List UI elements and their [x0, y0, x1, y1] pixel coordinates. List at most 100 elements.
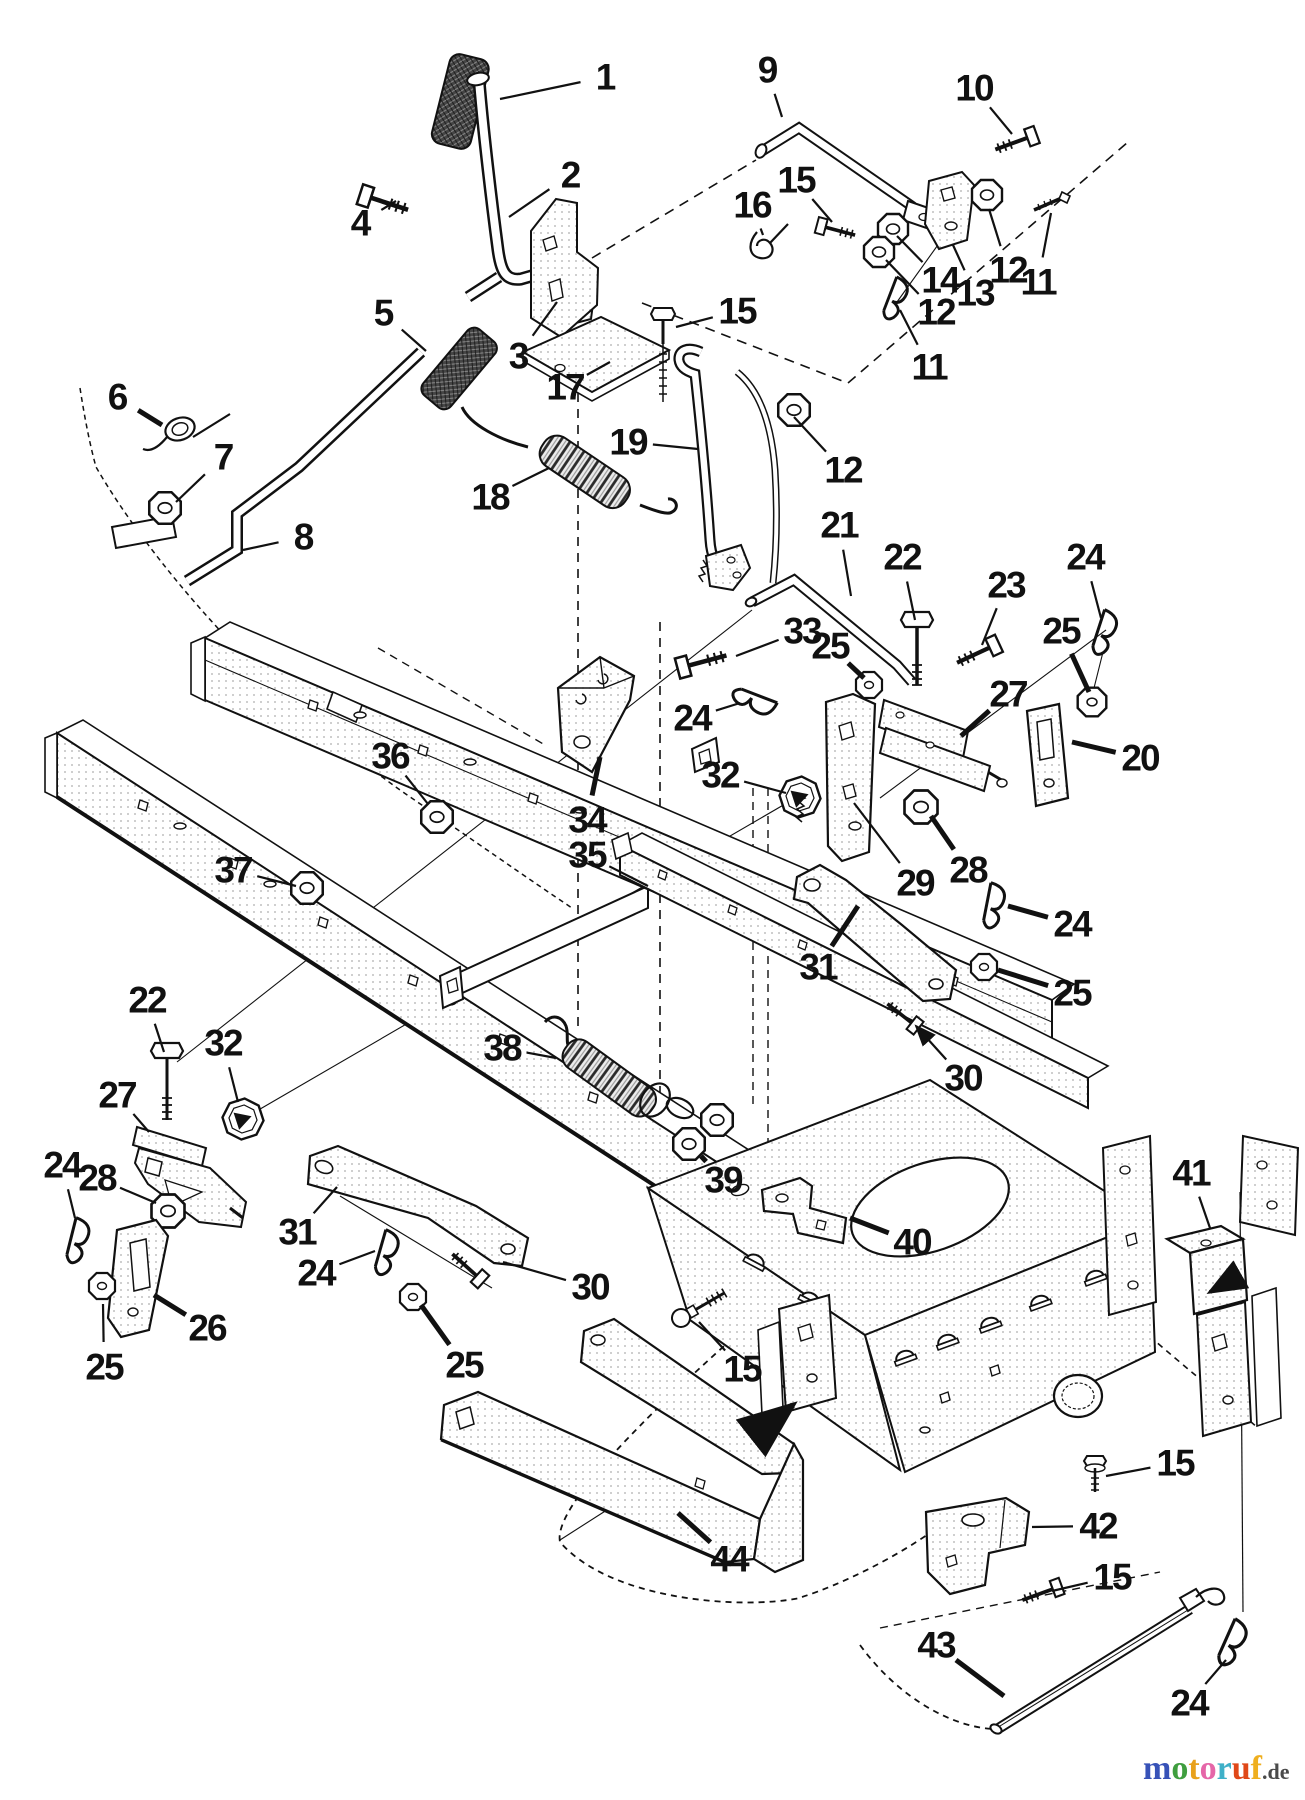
leader-line-1 [499, 81, 581, 101]
part-25-washer [1076, 686, 1108, 718]
callout-20-37: 20 [1121, 738, 1160, 779]
callout-25-56: 25 [445, 1345, 484, 1386]
callout-15-63: 15 [1093, 1557, 1132, 1598]
leader-line-38 [526, 1051, 557, 1060]
callout-25-27: 25 [1042, 611, 1081, 652]
part-37-nut [289, 870, 325, 906]
leader-line-2 [508, 188, 551, 218]
assembly-arrow-1 [1206, 1260, 1250, 1294]
leader-line-27 [959, 708, 992, 738]
leader-line-10 [989, 106, 1013, 135]
deck-support-tube [438, 884, 649, 1010]
callout-22-47: 22 [128, 980, 167, 1021]
leader-line-16 [759, 228, 765, 236]
leader-line-12 [987, 208, 1002, 247]
part-15-bolt-bracket [649, 307, 677, 402]
callout-1-0: 1 [596, 57, 616, 98]
callout-24-26: 24 [1066, 537, 1106, 578]
callout-32-48: 32 [204, 1023, 243, 1064]
leader-line-22 [905, 581, 917, 621]
callout-35-33: 35 [568, 835, 607, 876]
callout-30-57: 30 [571, 1267, 610, 1308]
leader-line-21 [842, 549, 853, 597]
part-27-bracket-right [877, 698, 1008, 793]
part-31-arm-right [792, 863, 958, 1003]
part-41-bracket [1164, 1224, 1282, 1438]
callout-41-60: 41 [1172, 1153, 1211, 1194]
part-8-lever [110, 347, 426, 587]
callout-30-43: 30 [944, 1058, 983, 1099]
leader-line-25 [846, 661, 866, 680]
leader-line-27 [132, 1113, 150, 1133]
callout-12-15: 12 [917, 292, 956, 333]
leader-line-12 [793, 416, 827, 453]
leader-line-24 [1090, 580, 1103, 619]
callout-27-36: 27 [989, 674, 1027, 715]
part-24-hairpin [64, 1215, 93, 1266]
callout-24-65: 24 [1170, 1683, 1210, 1724]
callout-33-28: 33 [783, 611, 822, 652]
leader-line-42 [1031, 1525, 1074, 1529]
leader-line-15 [675, 316, 714, 329]
callout-18-20: 18 [471, 477, 510, 518]
watermark-letter: o [1171, 1750, 1189, 1787]
callout-12-22: 12 [824, 450, 863, 491]
callout-28-51: 28 [78, 1158, 117, 1199]
callout-16-10: 16 [733, 185, 772, 226]
leader-line-13 [952, 244, 966, 271]
part-13-bracket [923, 170, 976, 251]
callout-5-3: 5 [374, 293, 394, 334]
callout-38-46: 38 [483, 1028, 522, 1069]
part-36-nut [419, 799, 455, 835]
callout-37-35: 37 [214, 850, 252, 891]
leader-line-5 [401, 328, 427, 352]
part-25-washer [969, 952, 999, 982]
deck-support-tube-end [690, 736, 721, 774]
part-42-bracket [924, 1496, 1031, 1596]
callout-36-34: 36 [371, 736, 410, 777]
callout-42-62: 42 [1079, 1506, 1118, 1547]
callout-24-55: 24 [297, 1253, 337, 1294]
part-39-nut [699, 1102, 735, 1138]
leader-line-44 [676, 1511, 713, 1545]
callout-31-40: 31 [799, 947, 838, 988]
callout-44-59: 44 [710, 1539, 750, 1580]
callout-31-54: 31 [278, 1212, 317, 1253]
callout-4-2: 4 [351, 203, 372, 244]
callout-28-39: 28 [949, 850, 988, 891]
leader-line-24 [1204, 1659, 1227, 1685]
leader-line-33 [735, 638, 780, 658]
part-6-wire-link [142, 413, 231, 452]
leader-line-39 [699, 1154, 708, 1164]
callout-40-44: 40 [893, 1222, 932, 1263]
leader-line-41 [1198, 1196, 1212, 1229]
part-15-bolt [1017, 1575, 1067, 1611]
part-24-hairpin [1089, 607, 1121, 659]
leader-line-37 [256, 875, 297, 888]
part-19-lift-lever [673, 343, 780, 592]
leader-line-32 [228, 1066, 240, 1103]
callout-32-31: 32 [701, 755, 740, 796]
callout-43-64: 43 [917, 1625, 956, 1666]
leader-line-7 [175, 473, 206, 503]
watermark-letter: o [1199, 1750, 1217, 1787]
part-10-bolt [990, 124, 1042, 160]
callout-21-23: 21 [820, 505, 859, 546]
callout-25-53: 25 [85, 1347, 124, 1388]
part-33-bolt [675, 645, 729, 678]
leader-line-30 [502, 1260, 567, 1282]
callout-24-50: 24 [43, 1145, 83, 1186]
part-31-arm-left [306, 1144, 530, 1268]
callout-14-13: 14 [921, 260, 961, 301]
assembly-arrow-0 [735, 1401, 798, 1458]
leader-line-11 [899, 309, 919, 346]
leader-line-43 [954, 1658, 1006, 1698]
leader-line-24 [339, 1249, 376, 1266]
callout-8-19: 8 [294, 517, 314, 558]
leader-line-25 [997, 967, 1049, 988]
watermark-motoruf: motoruf.de [1143, 1750, 1290, 1788]
callout-22-24: 22 [883, 537, 922, 578]
leader-line-19 [652, 443, 699, 451]
leader-line-24 [715, 701, 741, 712]
leader-line-15 [811, 198, 833, 223]
